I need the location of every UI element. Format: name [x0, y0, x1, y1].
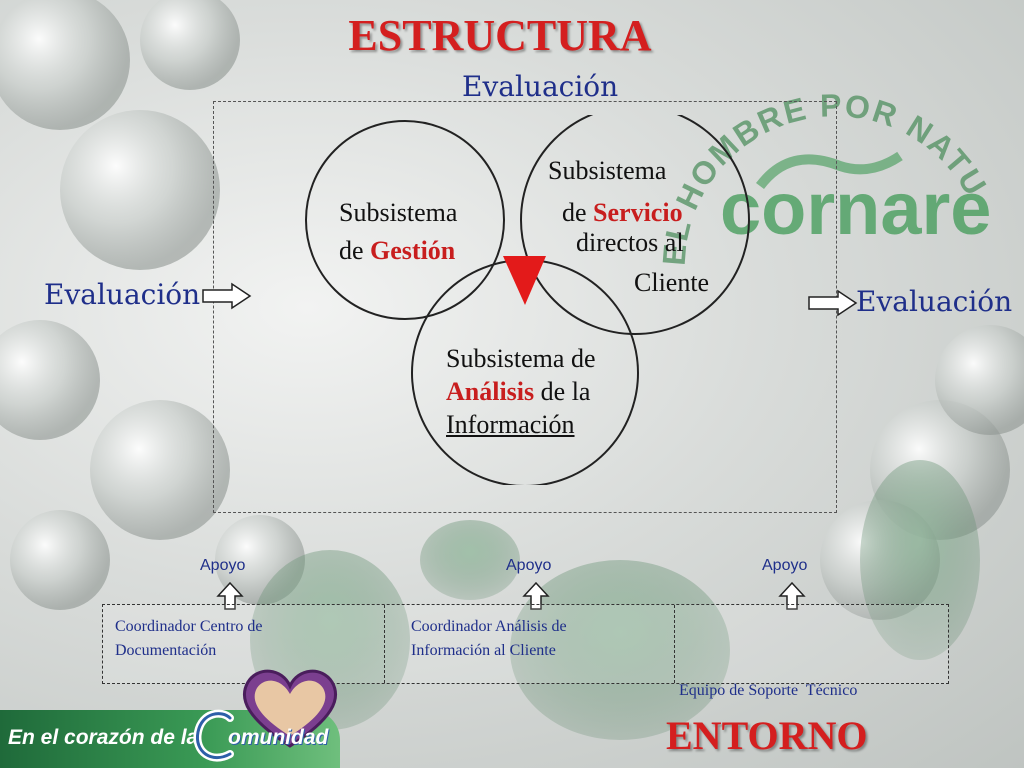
circle-servicio — [520, 115, 750, 335]
analisis-highlight: Análisis — [446, 377, 535, 406]
gestion-prefix: de — [339, 236, 371, 265]
banner-brand-text: omunidad — [228, 726, 329, 749]
analisis-line3: Información — [446, 410, 575, 439]
up-arrow-icon — [778, 582, 806, 610]
up-arrow-icon — [216, 582, 244, 610]
analisis-suffix: de la — [534, 377, 591, 406]
analisis-line2: Análisis de la — [446, 375, 596, 408]
entorno-label: ENTORNO — [666, 713, 868, 758]
servicio-line2: de Servicio — [562, 198, 683, 228]
support-cell-analisis: Coordinador Análisis de Información al C… — [385, 605, 675, 683]
support-label-1: Apoyo — [200, 557, 246, 574]
cornare-logo: EL HOMBRE POR NATURALEZA cornare — [640, 36, 992, 267]
support-table: Coordinador Centro de Documentación Coor… — [102, 604, 949, 699]
gestion-line2: de Gestión — [339, 232, 457, 270]
right-arrow-icon — [808, 289, 858, 317]
green-figures — [250, 460, 980, 740]
support-cell-soporte: Equipo de Soporte Técnico — [675, 605, 948, 699]
servicio-line4: Cliente — [634, 268, 710, 297]
gestion-highlight: Gestión — [370, 236, 456, 265]
banner-prefix-text: En el corazón de la — [8, 726, 199, 749]
servicio-highlight: Servicio — [593, 198, 683, 227]
analisis-line1: Subsistema de — [446, 344, 596, 373]
servicio-line3: directos al — [576, 228, 684, 257]
up-arrow-icon — [522, 582, 550, 610]
intersection-highlight — [503, 256, 546, 305]
support-cell-documentacion: Coordinador Centro de Documentación — [103, 605, 385, 683]
servicio-line1: Subsistema — [548, 156, 667, 185]
cell2-line2: Información al Cliente — [411, 642, 556, 659]
cell2-line1: Coordinador Análisis de — [411, 618, 567, 635]
support-label-3: Apoyo — [762, 557, 808, 574]
subsystem-analisis: Subsistema de Análisis de la Información — [446, 342, 596, 441]
evaluation-label-left: Evaluación — [44, 278, 201, 311]
cell3-line1: Equipo de Soporte Técnico — [679, 682, 858, 699]
cell1-line2: Documentación — [115, 642, 217, 659]
venn-diagram — [305, 115, 750, 485]
right-arrow-icon — [202, 282, 252, 310]
circle-gestion — [305, 120, 505, 320]
gestion-line1: Subsistema — [339, 198, 458, 227]
evaluation-label-top: Evaluación — [462, 70, 619, 103]
evaluation-label-right: Evaluación — [856, 285, 1013, 318]
page-title: ESTRUCTURA — [348, 11, 652, 60]
subsystem-gestion: Subsistema de Gestión — [339, 194, 457, 270]
heart-icon — [242, 669, 338, 748]
support-label-2: Apoyo — [506, 557, 552, 574]
servicio-prefix: de — [562, 198, 594, 227]
cell1-line1: Coordinador Centro de — [115, 618, 263, 635]
community-c-icon — [193, 709, 234, 762]
